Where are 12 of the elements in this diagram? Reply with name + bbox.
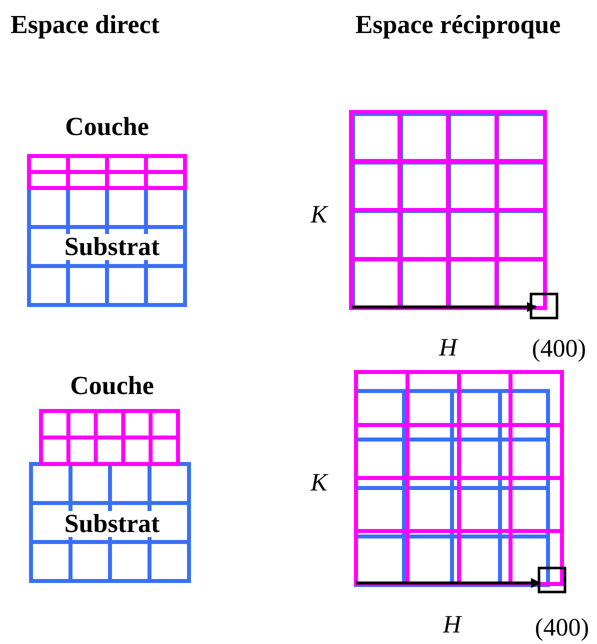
reflection-label: (400) — [534, 616, 590, 640]
axis-label: H — [438, 336, 458, 360]
column-heading: Espace direct — [10, 12, 160, 38]
layer-label: Couche — [65, 114, 149, 140]
axis-label: H — [442, 612, 462, 638]
substrate-label: Substrat — [63, 511, 161, 537]
reflection-label: (400) — [532, 336, 586, 362]
substrate-label: Substrat — [63, 234, 161, 260]
column-heading: Espace réciproque — [355, 12, 561, 38]
axis-label: K — [310, 470, 328, 496]
axis-label: K — [310, 202, 328, 228]
layer-label: Couche — [70, 373, 154, 399]
